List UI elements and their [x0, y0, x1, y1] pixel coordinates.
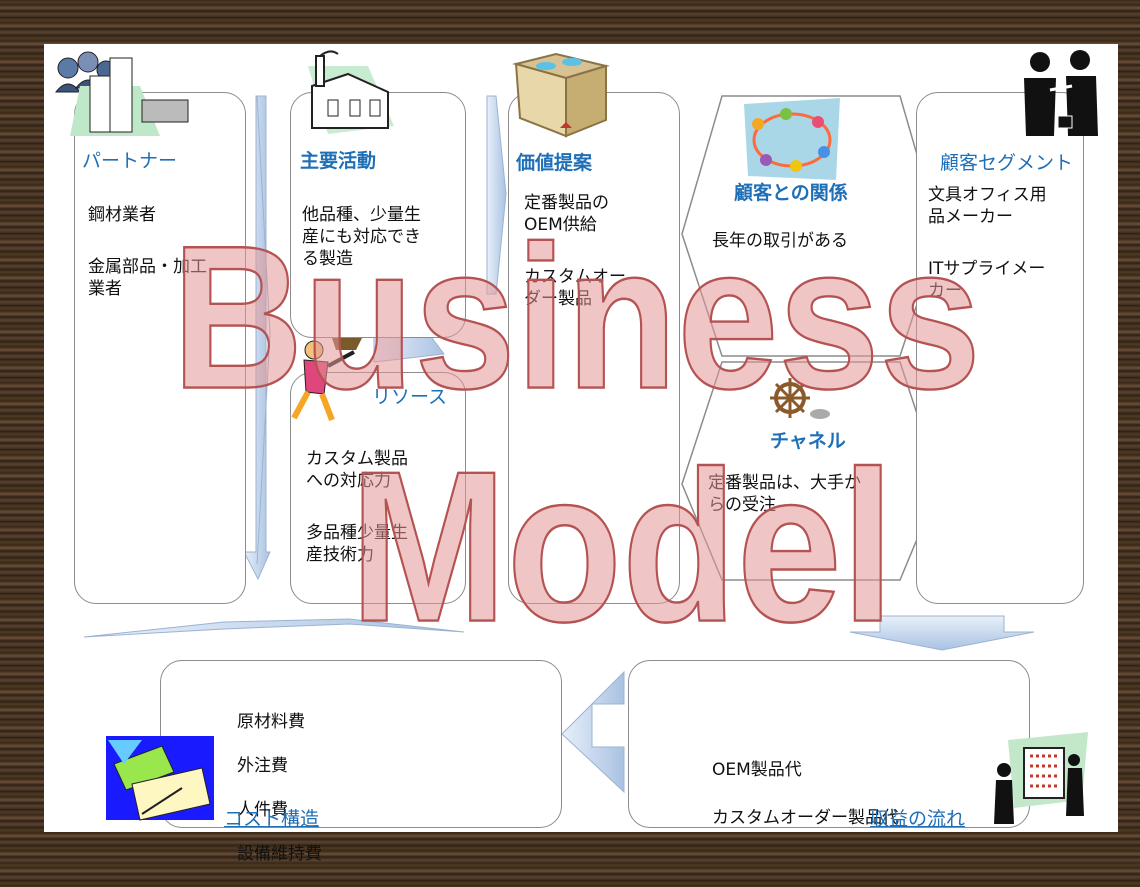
- partner-title: パートナー: [82, 150, 178, 172]
- ships-wheel-icon: [770, 378, 830, 419]
- open-box-icon: [512, 52, 610, 138]
- worker-icon: [291, 338, 362, 422]
- channels-title: チャネル: [770, 430, 846, 452]
- cost-structure-items: 原材料費 外注費 人件費 設備維持費: [237, 689, 437, 887]
- revenue-item: OEM製品代: [712, 760, 802, 780]
- customer-relationships-title: 顧客との関係: [734, 182, 848, 204]
- arrow-to-cost: [83, 618, 465, 638]
- customer-segments-title: 顧客セグメント: [940, 152, 1074, 174]
- cost-item: 外注費: [237, 756, 288, 776]
- partner-item: 鋼材業者: [88, 205, 156, 225]
- revenue-streams-title: 収益の流れ: [870, 808, 966, 830]
- revenue-item: カスタムオーダー製品代: [712, 808, 899, 828]
- key-activity-item: 他品種、少量生 産にも対応でき る製造: [302, 205, 421, 269]
- revenue-streams-block: [628, 660, 1030, 828]
- channels-items: 定番製品は、大手か らの受注: [708, 450, 923, 546]
- cost-item: 人件費: [237, 800, 288, 820]
- factory-icon: [308, 50, 394, 134]
- business-people-icon: [54, 51, 189, 136]
- cost-structure-title: コスト構造: [224, 808, 320, 830]
- partner-block: [74, 92, 246, 604]
- value-proposition-item: カスタムオー ダー製品: [524, 267, 626, 309]
- relationship-channel-frame: [681, 95, 941, 357]
- revenue-streams-items: OEM製品代 カスタムオーダー製品代: [712, 734, 972, 854]
- customer-segments-block: [916, 92, 1084, 604]
- value-proposition-block: [508, 92, 680, 604]
- partner-item: 金属部品・加工 業者: [88, 257, 207, 299]
- flow-arrows: [83, 95, 1035, 794]
- cost-structure-block: [160, 660, 562, 828]
- handshake-icon: [1024, 50, 1098, 136]
- business-model-canvas: パートナー 鋼材業者 金属部品・加工 業者 主要活動 他品種、少量生 産にも対応…: [44, 44, 1118, 864]
- key-resources-title: リソース: [372, 386, 448, 408]
- key-resources-block: [290, 372, 466, 604]
- arrow-activities-value: [486, 95, 507, 295]
- customer-segment-item: ITサプライメー カー: [928, 259, 1046, 301]
- channel-item: 定番製品は、大手か らの受注: [708, 473, 861, 515]
- customer-segment-item: 文具オフィス用 品メーカー: [928, 185, 1047, 227]
- key-resource-item: カスタム製品 への対応力: [306, 449, 408, 491]
- key-activities-title: 主要活動: [300, 150, 377, 172]
- value-proposition-items: 定番製品の OEM供給 カスタムオー ダー製品: [524, 170, 674, 340]
- value-proposition-item: 定番製品の OEM供給: [524, 193, 609, 235]
- abacus-businessmen-icon: [994, 732, 1088, 824]
- arrow-to-revenue: [849, 615, 1035, 651]
- cost-item: 設備維持費: [237, 844, 322, 864]
- key-activities-items: 他品種、少量生 産にも対応でき る製造: [302, 182, 462, 300]
- partner-items: 鋼材業者 金属部品・加工 業者: [88, 182, 238, 330]
- watermark-business: Business: [171, 204, 982, 432]
- money-check-icon: [106, 736, 214, 821]
- value-proposition-title: 価値提案: [516, 152, 593, 174]
- customer-relationships-items: 長年の取引がある: [712, 208, 922, 282]
- customer-relationship-item: 長年の取引がある: [712, 231, 848, 251]
- key-resources-items: カスタム製品 への対応力 多品種少量生 産技術力: [306, 426, 466, 596]
- cost-item: 原材料費: [237, 712, 305, 732]
- customer-segments-items: 文具オフィス用 品メーカー ITサプライメー カー: [928, 162, 1078, 332]
- key-resource-item: 多品種少量生 産技術力: [306, 523, 408, 565]
- children-circle-icon: [744, 98, 840, 180]
- watermark-model: Model: [349, 427, 895, 667]
- arrow-revenue-cost: [561, 670, 625, 794]
